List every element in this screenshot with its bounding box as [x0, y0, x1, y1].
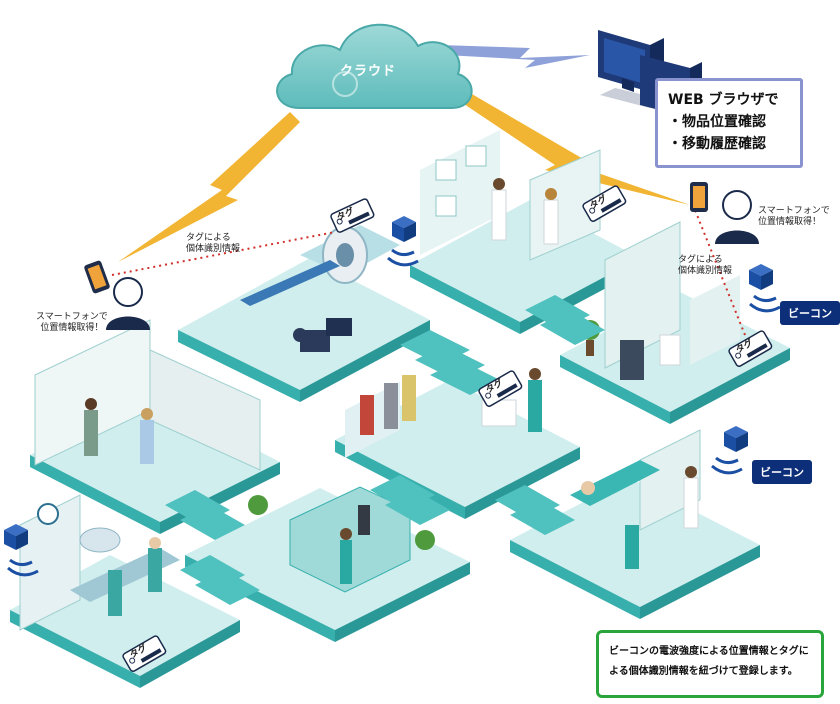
web-browser-callout: WEB ブラウザで ・物品位置確認 ・移動履歴確認 [655, 78, 803, 168]
beacon-wave-icons [7, 248, 781, 577]
beacon-badge-lower: ビーコン [752, 460, 812, 484]
tag-id-left-line1: タグによる [186, 233, 231, 243]
beacon-icon-left [4, 524, 28, 550]
beacon-icon-right-upper [749, 264, 773, 290]
tag-signal-line-left [111, 231, 336, 276]
smartphone-right-icon [690, 182, 708, 212]
tag-icons [122, 185, 773, 672]
floor-doctor-office [560, 221, 790, 424]
smartphone-left-line2: 位置情報取得！ [40, 323, 104, 333]
smartphone-left-caption: スマートフォンで 位置情報取得！ [36, 312, 108, 334]
signal-bolt-cloud-to-phone-left [118, 112, 300, 262]
floor-patient-ward [510, 429, 760, 619]
cloud-icon [276, 23, 473, 109]
user-left-icon [106, 277, 150, 330]
signal-bolt-cloud-to-pc [440, 45, 590, 68]
smartphone-left-icon [84, 260, 110, 294]
beacon-icon-top [392, 216, 416, 242]
tag-id-left-caption: タグによる 個体識別情報 [186, 233, 240, 255]
web-box-item-location: ・物品位置確認 [668, 114, 766, 130]
stairs [165, 295, 605, 605]
beacon-badge-upper: ビーコン [780, 301, 840, 325]
cloud-label: クラウド [339, 64, 396, 79]
signal-bolt-cloud-to-phone-right [455, 90, 690, 205]
tag-id-right-line1: タグによる [678, 255, 723, 265]
floor-waiting-room [335, 368, 580, 519]
floor-lab [410, 130, 640, 334]
web-box-item-history: ・移動履歴確認 [668, 136, 766, 152]
user-right-icon [715, 190, 759, 244]
beacon-icon-right-lower [724, 426, 748, 452]
smartphone-left-line1: スマートフォンで [36, 312, 108, 322]
tag-id-left-line2: 個体識別情報 [186, 244, 241, 254]
web-box-title: WEB ブラウザで [668, 92, 779, 108]
explanation-note-text: ビーコンの電波強度による位置情報とタグによる個体識別情報を紐づけて登録します。 [609, 646, 809, 677]
tag-id-right-line2: 個体識別情報 [678, 266, 733, 276]
tag-id-right-caption: タグによる 個体識別情報 [678, 255, 732, 277]
explanation-note: ビーコンの電波強度による位置情報とタグによる個体識別情報を紐づけて登録します。 [596, 630, 824, 698]
smartphone-right-line2: 位置情報取得！ [758, 217, 822, 227]
smartphone-right-line1: スマートフォンで [758, 206, 830, 216]
floor-operating-room [10, 494, 240, 688]
floor-mri-room [178, 225, 430, 402]
smartphone-right-caption: スマートフォンで 位置情報取得！ [758, 206, 830, 228]
